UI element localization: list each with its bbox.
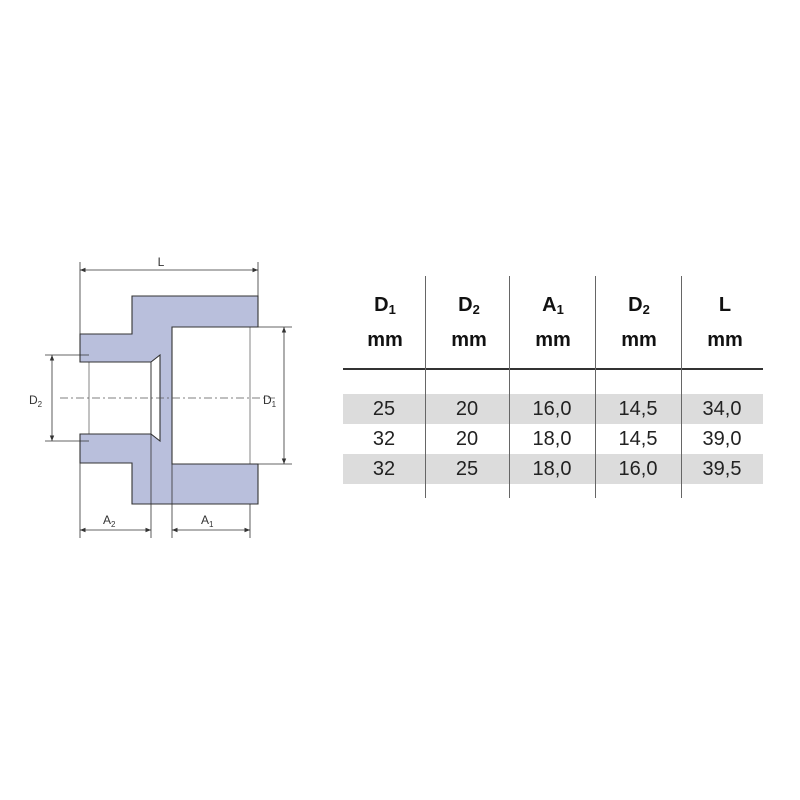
table-row [343, 394, 763, 424]
column-divider [509, 276, 510, 498]
dim-label-D1: D1 [263, 393, 277, 409]
column-header-a1: A1 mm [535, 294, 571, 351]
table-cell: 32 [372, 428, 396, 450]
column-divider [425, 276, 426, 498]
table-cell: 25 [372, 398, 396, 420]
column-divider [681, 276, 682, 498]
column-header-l: L mm [707, 294, 743, 351]
table-cell: 16,0 [532, 398, 572, 420]
dim-label-D2: D2 [29, 393, 43, 409]
table-cell: 39,0 [702, 428, 742, 450]
table-cell: 14,5 [618, 398, 658, 420]
dim-label-L: L [158, 255, 165, 269]
table-cell: 25 [455, 458, 479, 480]
table-cell: 18,0 [532, 458, 572, 480]
table-cell: 32 [372, 458, 396, 480]
header-divider [343, 368, 763, 370]
column-header-d1: D1 mm [367, 294, 403, 351]
table-cell: 34,0 [702, 398, 742, 420]
table-cell: 16,0 [618, 458, 658, 480]
column-header-d2: D2 mm [451, 294, 487, 351]
column-divider [595, 276, 596, 498]
table-row [343, 454, 763, 484]
dimension-table: D1 mm D2 mm A1 mm D2 mm L mm 25 20 16,0 … [343, 276, 763, 498]
table-cell: 18,0 [532, 428, 572, 450]
table-cell: 39,5 [702, 458, 742, 480]
dim-label-A2: A2 [103, 513, 116, 529]
dim-label-A1: A1 [201, 513, 214, 529]
table-cell: 14,5 [618, 428, 658, 450]
fitting-body [79, 295, 259, 505]
table-cell: 20 [455, 428, 479, 450]
column-header-d2-second: D2 mm [621, 294, 657, 351]
table-cell: 20 [455, 398, 479, 420]
